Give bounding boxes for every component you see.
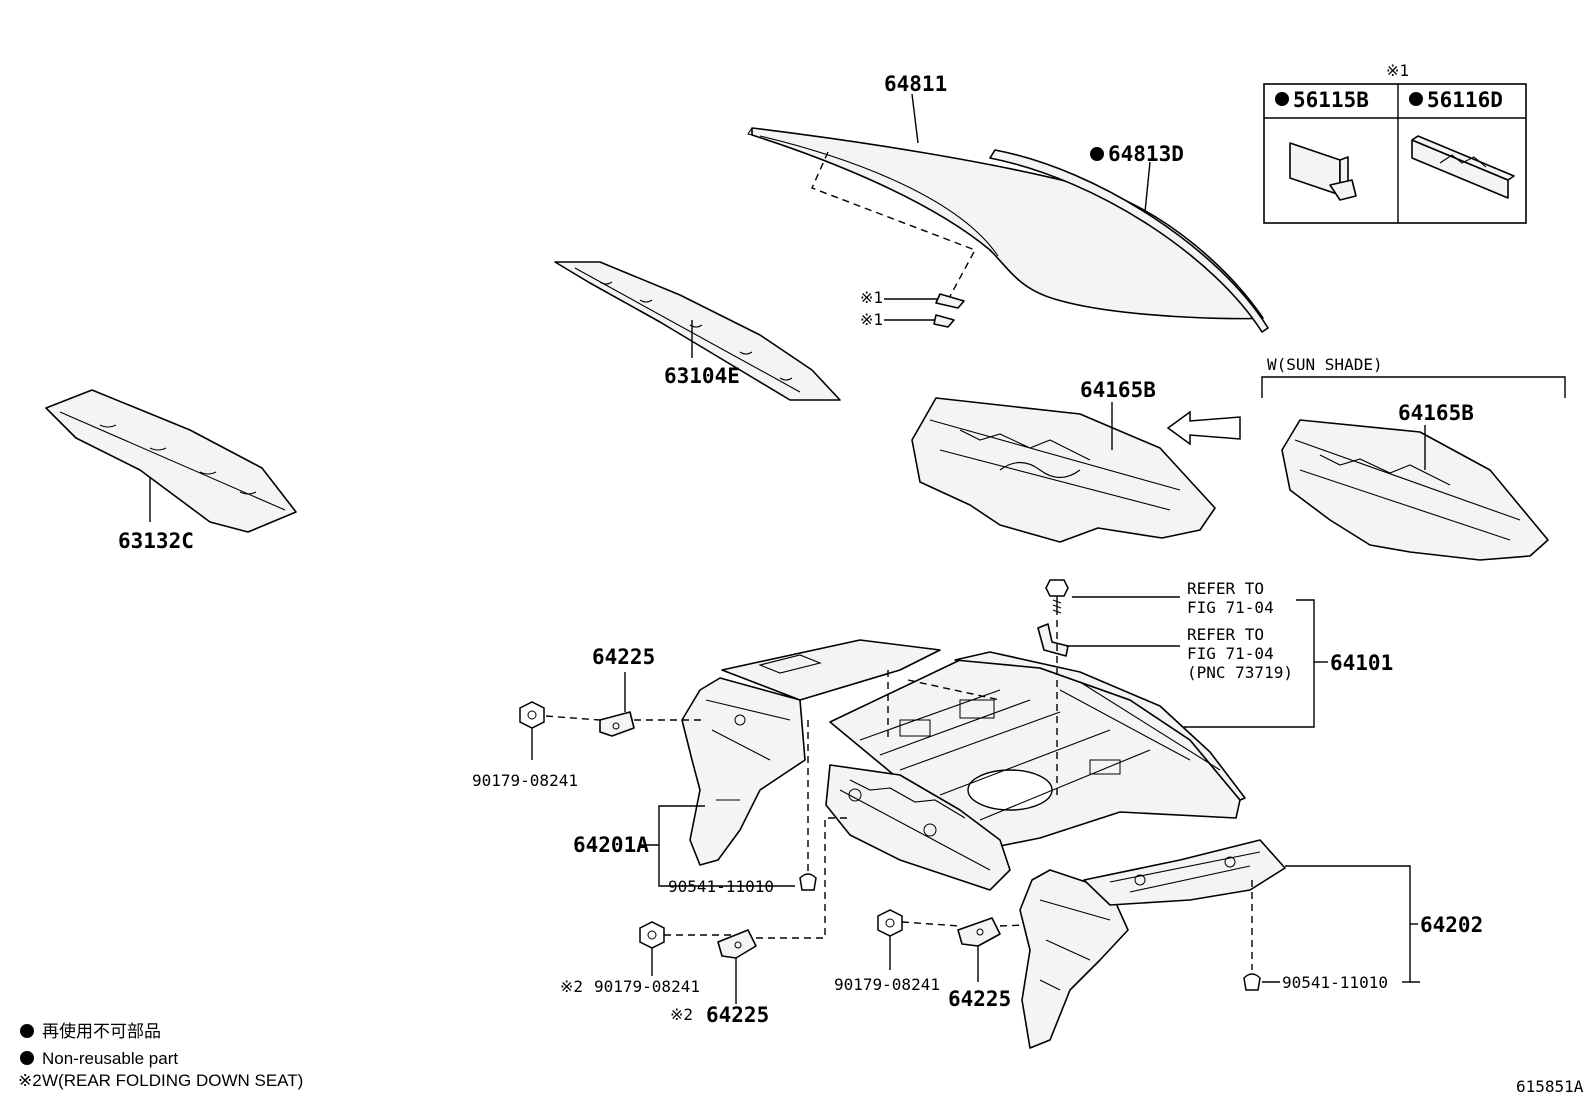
bullet-icon — [20, 1051, 34, 1065]
label-90541-left: 90541-11010 — [668, 877, 774, 896]
side-member-64201A — [681, 639, 941, 866]
clip-56116D-drawing — [1411, 135, 1515, 199]
bullet-icon — [1409, 92, 1423, 106]
refer-text-1a: REFER TO — [1187, 579, 1264, 598]
label-64225-mid: 64225 — [948, 987, 1011, 1011]
legend-line-rear-folding: W(REAR FOLDING DOWN SEAT) — [42, 1071, 303, 1090]
note-marker-2a: ※2 — [560, 977, 583, 996]
bracket-icon-64225-bottom — [717, 929, 757, 959]
bullet-icon — [1090, 147, 1104, 161]
label-64165B-main: 64165B — [1080, 378, 1156, 402]
legend-line-japanese: 再使用不可部品 — [42, 1021, 161, 1041]
refer-text-1b: FIG 71-04 — [1187, 598, 1274, 617]
bracket-icon-64225-top — [599, 711, 635, 737]
note-marker-1: ※1 — [1386, 61, 1409, 80]
variant-label-sun-shade: W(SUN SHADE) — [1267, 355, 1383, 374]
rear-window-glass-64811 — [747, 93, 1264, 320]
label-63104E: 63104E — [664, 364, 740, 388]
note-marker-clip-b: ※1 — [860, 310, 883, 329]
refer-text-2c: (PNC 73719) — [1187, 663, 1293, 682]
arrow-left-icon — [1166, 410, 1241, 446]
side-member-64202 — [1019, 839, 1286, 1049]
nut-icon — [519, 701, 545, 729]
note-col-56115B: 56115B — [1293, 88, 1369, 112]
bullet-icon — [20, 1024, 34, 1038]
bullet-icon — [1275, 92, 1289, 106]
note-col-56116D: 56116D — [1427, 88, 1503, 112]
plug-icon — [1243, 973, 1261, 991]
label-64202: 64202 — [1420, 913, 1483, 937]
legend: 再使用不可部品 Non-reusable part ※2 W(REAR FOLD… — [18, 1021, 303, 1090]
label-64225-bottom: 64225 — [706, 1003, 769, 1027]
moulding-64813D — [989, 149, 1269, 333]
label-64165B-alt: 64165B — [1398, 401, 1474, 425]
bracket-icon-64225-mid — [957, 917, 1001, 947]
package-tray-64165B-sunshade — [1281, 419, 1549, 561]
note-marker-clip-a: ※1 — [860, 288, 883, 307]
panel-63104E — [554, 261, 841, 401]
label-64811: 64811 — [884, 72, 947, 96]
label-64225-top: 64225 — [592, 645, 655, 669]
nut-icon — [877, 909, 903, 937]
label-63132C: 63132C — [118, 529, 194, 553]
clip-icon — [1037, 623, 1069, 657]
figure-id: 615851A — [1516, 1077, 1584, 1096]
label-90179-bottom: 90179-08241 — [594, 977, 700, 996]
lower-cross-panel — [825, 764, 1011, 891]
label-90541-right: 90541-11010 — [1282, 973, 1388, 992]
nut-icon — [639, 921, 665, 949]
legend-marker-2: ※2 — [18, 1071, 42, 1090]
clip-56115B-drawing — [1289, 142, 1357, 201]
refer-text-2b: FIG 71-04 — [1187, 644, 1274, 663]
legend-line-non-reusable: Non-reusable part — [42, 1049, 178, 1068]
note-marker-2b: ※2 — [670, 1005, 693, 1024]
refer-text-2a: REFER TO — [1187, 625, 1264, 644]
bolt-icon — [1045, 579, 1069, 615]
plug-icon — [799, 873, 817, 891]
label-64201A: 64201A — [573, 833, 649, 857]
label-90179-left: 90179-08241 — [472, 771, 578, 790]
note-table: ※1 56115B 56116D — [1263, 61, 1527, 224]
package-tray-64165B — [911, 397, 1216, 543]
panel-63132C — [45, 389, 297, 533]
label-64813D: 64813D — [1108, 142, 1184, 166]
label-64101: 64101 — [1330, 651, 1393, 675]
label-90179-mid: 90179-08241 — [834, 975, 940, 994]
